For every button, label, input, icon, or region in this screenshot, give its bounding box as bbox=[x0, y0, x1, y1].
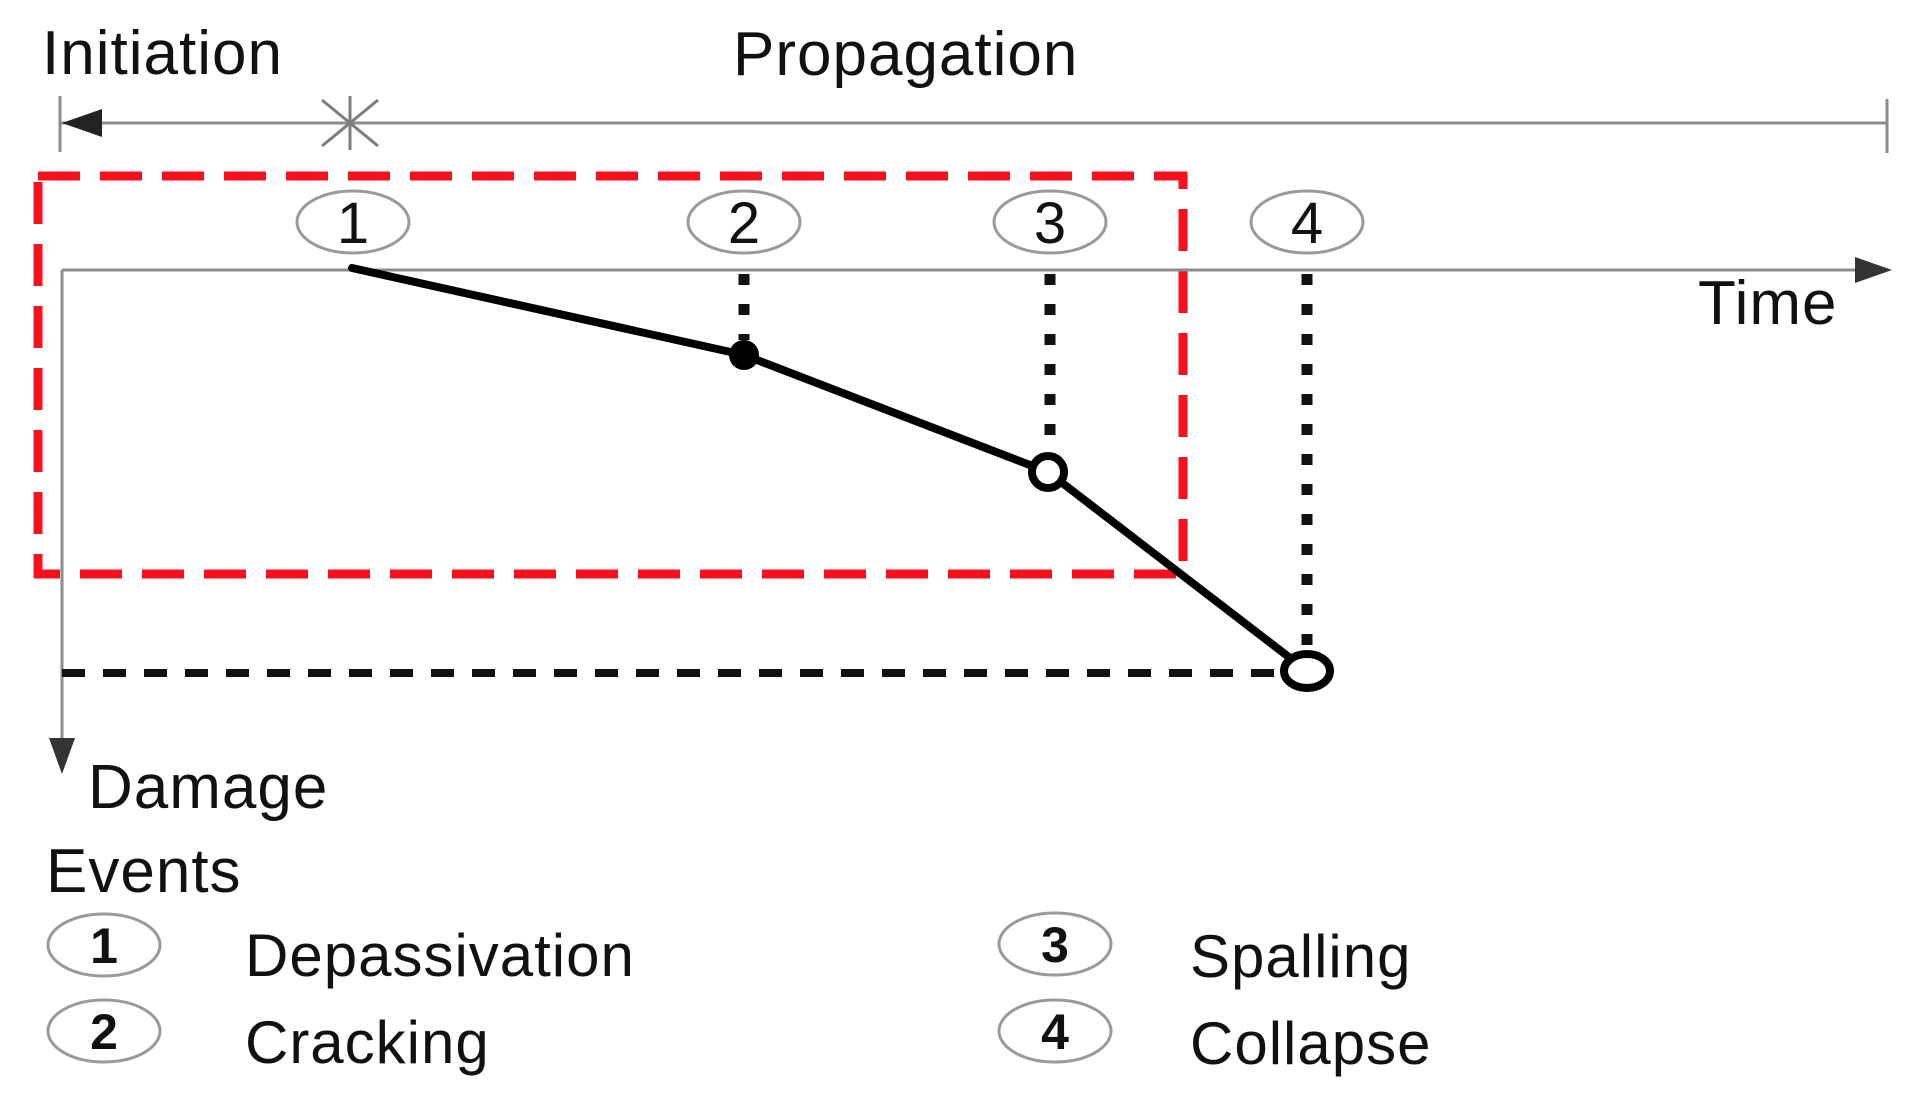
legend-circle-2 bbox=[46, 998, 162, 1064]
event-marker-3-number: 3 bbox=[1034, 191, 1066, 256]
time-axis-arrow-icon bbox=[1855, 257, 1892, 283]
phase-label-propagation: Propagation bbox=[733, 20, 1078, 89]
event-marker-4-number: 4 bbox=[1291, 191, 1323, 256]
event-marker-4-circle bbox=[1249, 189, 1365, 255]
event-marker-1-number: 1 bbox=[337, 191, 369, 256]
legend-label-spalling: Spalling bbox=[1190, 923, 1412, 990]
damage-curve bbox=[348, 264, 1311, 675]
legend-label-collapse: Collapse bbox=[1190, 1010, 1431, 1077]
legend-number-2: 2 bbox=[90, 1004, 118, 1060]
event-marker-1-circle bbox=[295, 189, 411, 255]
event-drop-lines bbox=[738, 274, 1313, 652]
phase-label-initiation: Initiation bbox=[42, 19, 283, 88]
legend: 1 Depassivation 2 Cracking 3 Spalling 4 … bbox=[46, 911, 1431, 1077]
legend-circle-4 bbox=[997, 998, 1113, 1064]
legend-number-1: 1 bbox=[90, 918, 118, 974]
event-marker-3-circle bbox=[992, 189, 1108, 255]
axes bbox=[60, 268, 1858, 742]
legend-label-depassivation: Depassivation bbox=[245, 922, 635, 989]
phase-break-mark bbox=[321, 96, 379, 150]
curve-point-collapse-open-dot bbox=[1280, 650, 1334, 692]
x-axis-label: Time bbox=[1698, 269, 1837, 338]
legend-circle-1 bbox=[46, 912, 162, 978]
damage-axis-arrow-icon bbox=[49, 738, 75, 774]
highlight-box bbox=[33, 171, 1188, 579]
legend-number-4: 4 bbox=[1041, 1004, 1069, 1060]
legend-title: Events bbox=[46, 837, 242, 906]
curve-point-cracking-filled-dot bbox=[729, 340, 759, 370]
legend-circle-3 bbox=[997, 911, 1113, 977]
dimension-arrow-left-icon bbox=[62, 109, 102, 137]
phase-dimension-line bbox=[58, 96, 1889, 153]
y-axis-label: Damage bbox=[88, 753, 328, 822]
event-markers: 1 2 3 4 bbox=[295, 189, 1365, 256]
event-marker-2-number: 2 bbox=[728, 191, 760, 256]
event-marker-2-circle bbox=[686, 189, 802, 255]
legend-number-3: 3 bbox=[1041, 917, 1069, 973]
curve-point-spalling-open-dot bbox=[1028, 452, 1068, 492]
legend-label-cracking: Cracking bbox=[245, 1009, 490, 1076]
